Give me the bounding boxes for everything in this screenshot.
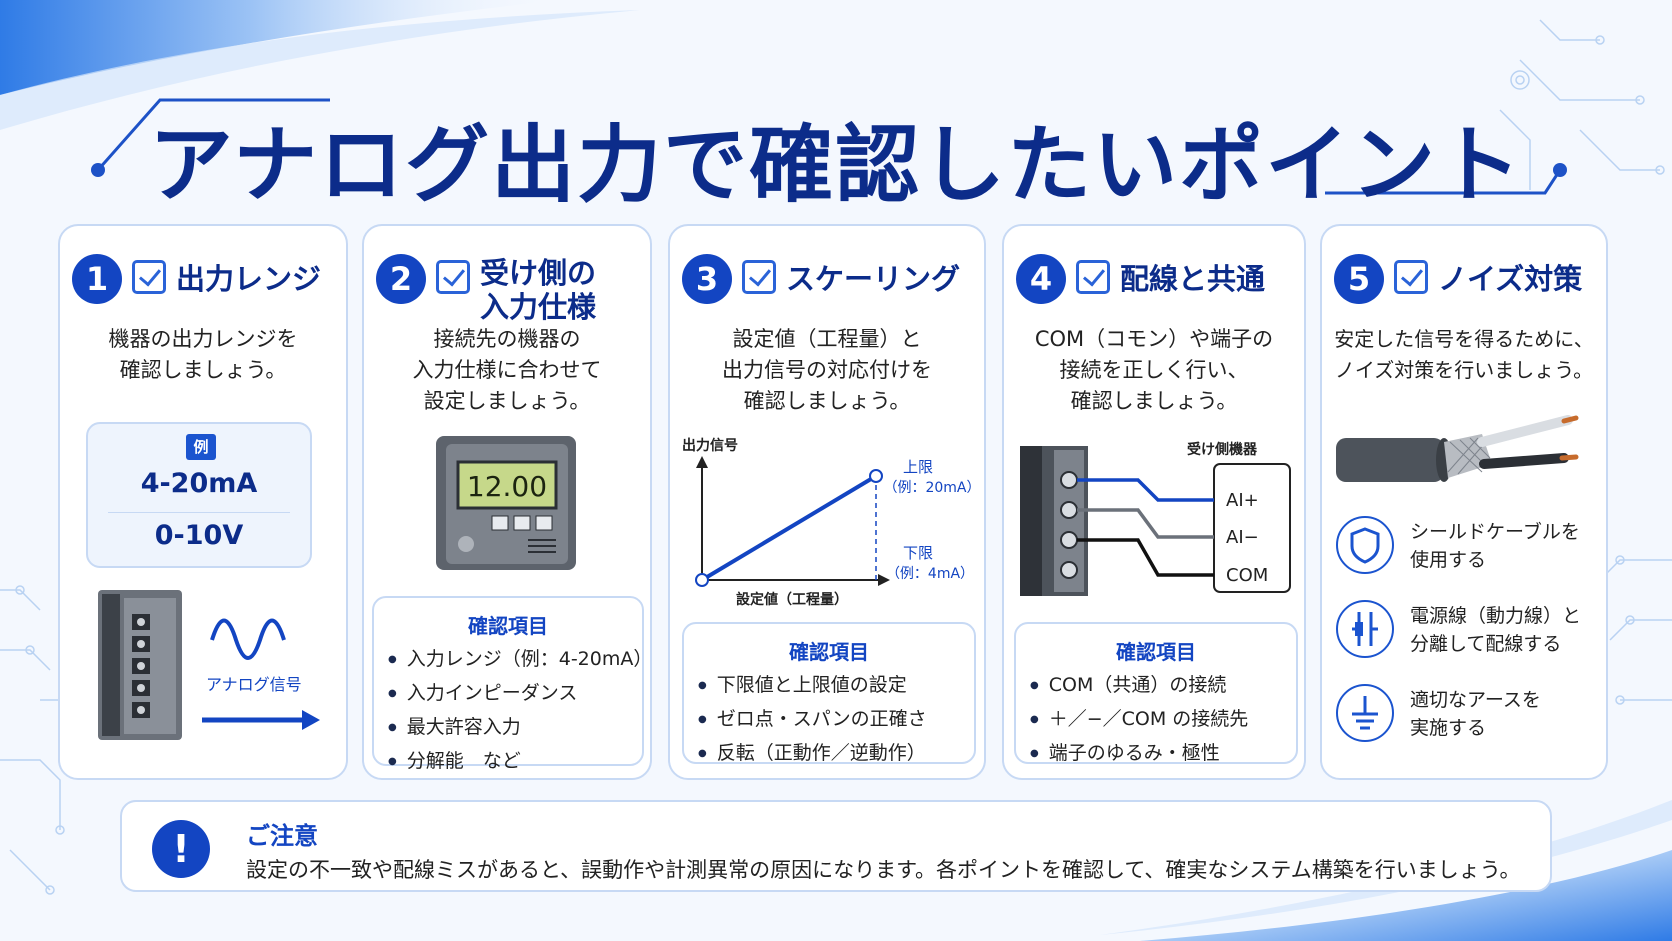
scaling-graph: 出力信号 上限 （例：20mA） 下限 （例：4mA） 設定値（工程量） bbox=[682, 437, 980, 608]
title-area: アナログ出力で確認したいポイント bbox=[0, 70, 1672, 214]
terminal-label: AI+ bbox=[1226, 490, 1259, 511]
card-title: 配線と共通 bbox=[1120, 262, 1266, 296]
shielded-cable-illustration bbox=[1336, 415, 1579, 482]
divider bbox=[108, 512, 290, 513]
feature-shield-cable: シールドケーブルを 使用する bbox=[1336, 516, 1602, 580]
meter-display: 12.00 bbox=[467, 470, 547, 503]
exclamation-icon: ! bbox=[152, 820, 210, 878]
list-item: 端子のゆるみ・極性 bbox=[1030, 738, 1290, 772]
note-title: ご注意 bbox=[246, 822, 318, 850]
card-description: 設定値（工程量）と 出力信号の対応付けを 確認しましょう。 bbox=[722, 327, 932, 413]
signal-label: アナログ信号 bbox=[206, 675, 302, 694]
card-description: COM（コモン）や端子の 接続を正しく行い、 確認しましょう。 bbox=[1034, 327, 1274, 413]
list-item: 入力インピーダンス bbox=[388, 678, 636, 712]
check-items-title: 確認項目 bbox=[1116, 640, 1196, 664]
card-description: 安定した信号を得るために、 ノイズ対策を行いましょう。 bbox=[1334, 327, 1594, 382]
list-item: 下限値と上限値の設定 bbox=[698, 670, 968, 704]
check-items-list: COM（共通）の接続 ＋／−／COM の接続先 端子のゆるみ・極性 bbox=[1030, 670, 1290, 772]
checkbox-icon bbox=[1394, 260, 1428, 294]
card-description: 接続先の機器の 入力仕様に合わせて 設定しましょう。 bbox=[412, 327, 602, 413]
output-device-illustration: アナログ信号 bbox=[98, 590, 320, 740]
checkbox-icon bbox=[742, 260, 776, 294]
example-value: 0-10V bbox=[154, 520, 244, 551]
example-box: 例 4-20mA 0-10V bbox=[86, 422, 312, 568]
list-item: 最大許容入力 bbox=[388, 712, 636, 746]
feature-text: シールドケーブルを 使用する bbox=[1410, 521, 1580, 571]
graph-x-label: 設定値（工程量） bbox=[736, 591, 848, 608]
card-wiring: 4 配線と共通 COM（コモン）や端子の 接続を正しく行い、 確認しましょう。 … bbox=[1002, 224, 1306, 780]
checkbox-icon bbox=[1076, 260, 1110, 294]
card-input-spec: 2 受け側の 入力仕様 接続先の機器の 入力仕様に合わせて 設定しましょう。 1… bbox=[362, 224, 652, 780]
step-number-badge: 3 bbox=[682, 254, 732, 304]
upper-limit-example: （例：20mA） bbox=[883, 480, 980, 496]
card-description: 機器の出力レンジを 確認しましょう。 bbox=[108, 327, 298, 382]
example-value: 4-20mA bbox=[140, 468, 258, 499]
lower-limit-label: 下限 bbox=[903, 544, 933, 562]
terminal-label: AI− bbox=[1226, 527, 1259, 548]
checkbox-icon bbox=[436, 260, 470, 294]
check-items-list: 下限値と上限値の設定 ゼロ点・スパンの正確さ 反転（正動作／逆動作） bbox=[698, 670, 968, 772]
check-items-list: 入力レンジ（例：4-20mA） 入力インピーダンス 最大許容入力 分解能 など bbox=[388, 644, 653, 780]
graph-y-label: 出力信号 bbox=[682, 437, 738, 454]
check-items-box: 確認項目 下限値と上限値の設定 ゼロ点・スパンの正確さ 反転（正動作／逆動作） bbox=[682, 622, 976, 764]
terminal-label: COM bbox=[1226, 565, 1268, 586]
card-output-range: 1 出力レンジ 機器の出力レンジを 確認しましょう。 例 4-20mA 0-10… bbox=[58, 224, 348, 780]
panel-meter-illustration: 12.00 bbox=[436, 436, 576, 570]
list-item: ＋／−／COM の接続先 bbox=[1030, 704, 1290, 738]
step-number-badge: 1 bbox=[72, 254, 122, 304]
list-item: 分解能 など bbox=[388, 746, 636, 780]
step-number-badge: 5 bbox=[1334, 254, 1384, 304]
separation-icon bbox=[1336, 600, 1394, 658]
check-items-box: 確認項目 COM（共通）の接続 ＋／−／COM の接続先 端子のゆるみ・極性 bbox=[1014, 622, 1298, 764]
shield-icon bbox=[1336, 516, 1394, 574]
card-title: ノイズ対策 bbox=[1438, 262, 1583, 296]
checkbox-icon bbox=[132, 260, 166, 294]
card-noise: 5 ノイズ対策 安定した信号を得るために、 ノイズ対策を行いましょう。 シールド… bbox=[1320, 224, 1608, 780]
step-number-badge: 4 bbox=[1016, 254, 1066, 304]
receiver-label: 受け側機器 bbox=[1187, 441, 1258, 458]
example-badge: 例 bbox=[186, 434, 216, 460]
list-item: 反転（正動作／逆動作） bbox=[698, 738, 968, 772]
card-title: 出力レンジ bbox=[176, 262, 322, 296]
lower-limit-example: （例：4mA） bbox=[886, 566, 974, 582]
list-item: ゼロ点・スパンの正確さ bbox=[698, 704, 968, 738]
caution-note: ! ご注意 設定の不一致や配線ミスがあると、誤動作や計測異常の原因になります。各… bbox=[120, 800, 1552, 892]
feature-separation: 電源線（動力線）と 分離して配線する bbox=[1336, 600, 1602, 664]
check-items-title: 確認項目 bbox=[789, 640, 869, 664]
upper-limit-label: 上限 bbox=[903, 458, 933, 476]
card-title: 受け側の 入力仕様 bbox=[480, 256, 597, 324]
check-items-title: 確認項目 bbox=[468, 614, 548, 638]
card-scaling: 3 スケーリング 設定値（工程量）と 出力信号の対応付けを 確認しましょう。 出… bbox=[668, 224, 986, 780]
list-item: COM（共通）の接続 bbox=[1030, 670, 1290, 704]
card-title: スケーリング bbox=[786, 262, 961, 296]
step-number-badge: 2 bbox=[376, 254, 426, 304]
page-title: アナログ出力で確認したいポイント bbox=[148, 116, 1524, 214]
list-item: 入力レンジ（例：4-20mA） bbox=[388, 644, 653, 678]
ground-icon bbox=[1336, 684, 1394, 742]
feature-text: 電源線（動力線）と 分離して配線する bbox=[1410, 605, 1582, 655]
note-body: 設定の不一致や配線ミスがあると、誤動作や計測異常の原因になります。各ポイントを確… bbox=[246, 858, 1521, 882]
wiring-diagram: 受け側機器 AI+ AI− COM bbox=[1020, 441, 1291, 596]
feature-ground: 適切なアースを 実施する bbox=[1336, 684, 1602, 748]
feature-text: 適切なアースを 実施する bbox=[1410, 689, 1541, 739]
check-items-box: 確認項目 入力レンジ（例：4-20mA） 入力インピーダンス 最大許容入力 分解… bbox=[372, 596, 652, 772]
